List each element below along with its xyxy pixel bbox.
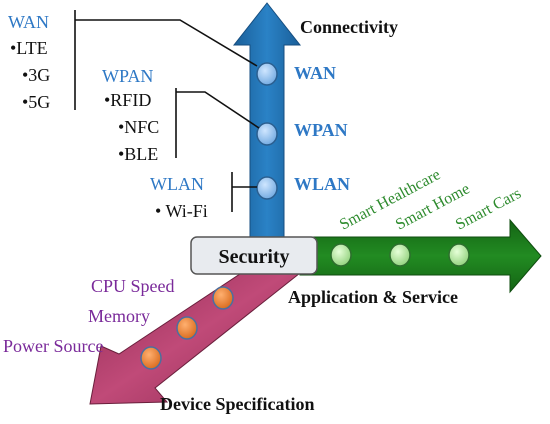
application-dot-cars — [448, 243, 470, 267]
wlan-group-title: WLAN — [150, 174, 204, 194]
wpan-item-nfc: •NFC — [118, 117, 159, 137]
application-title: Application & Service — [288, 287, 458, 307]
connectivity-label-wlan: WLAN — [294, 174, 350, 194]
wpan-group-title: WPAN — [102, 66, 153, 86]
device-label-power: Power Source — [3, 336, 103, 356]
connector-lines — [74, 10, 260, 212]
device-dot-cpu — [212, 286, 234, 310]
device-dot-power — [140, 346, 162, 370]
application-arrow — [299, 218, 542, 294]
connectivity-dot-wlan — [256, 176, 278, 200]
device-title: Device Specification — [160, 394, 314, 414]
device-label-memory: Memory — [88, 306, 150, 326]
application-dot-home — [389, 243, 411, 267]
connectivity-title: Connectivity — [300, 17, 398, 37]
security-box — [190, 236, 318, 275]
connectivity-dot-wan — [256, 62, 278, 86]
connectivity-dot-wpan — [256, 122, 278, 146]
wlan-item-wifi: • Wi-Fi — [155, 201, 208, 221]
wpan-item-ble: •BLE — [118, 144, 158, 164]
security-label: Security — [218, 246, 289, 268]
wan-group-title: WAN — [8, 12, 49, 32]
connectivity-label-wan: WAN — [294, 63, 336, 83]
connectivity-label-wpan: WPAN — [294, 120, 348, 140]
wan-item-5g: •5G — [22, 92, 50, 112]
application-dot-healthcare — [330, 243, 352, 267]
wan-item-lte: •LTE — [10, 38, 48, 58]
device-dot-memory — [176, 316, 198, 340]
device-label-cpu: CPU Speed — [91, 276, 175, 296]
wan-item-3g: •3G — [22, 65, 50, 85]
wpan-item-rfid: •RFID — [104, 90, 151, 110]
